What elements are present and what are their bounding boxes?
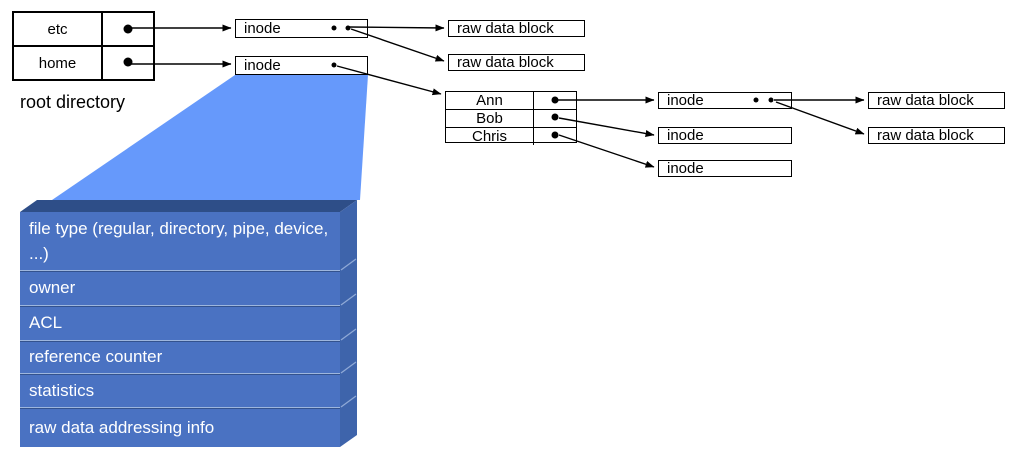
home-directory-table: Ann Bob Chris [445, 91, 577, 145]
inode-field: reference counter [20, 340, 340, 373]
raw-data-block: raw data block [868, 127, 1005, 144]
raw-data-block: raw data block [868, 92, 1005, 109]
pointer-dot [331, 25, 337, 31]
root-directory-label: root directory [20, 92, 126, 112]
pointer-dot [551, 131, 559, 139]
inode-field: file type (regular, directory, pipe, dev… [29, 219, 329, 263]
inode-field: ACL [20, 305, 340, 340]
pointer-dot [551, 96, 559, 104]
raw-data-block-label: raw data block [877, 127, 974, 144]
inode-field: raw data addressing info [20, 407, 340, 447]
pointer-dot [345, 25, 351, 31]
inode-box-bob: inode [658, 127, 792, 144]
inode-label: inode [244, 20, 281, 37]
entry-name: Ann [446, 92, 534, 109]
table-row: etc [14, 13, 153, 45]
entry-name: Chris [446, 128, 534, 145]
pointer-dot [331, 62, 337, 68]
pointer-dot [753, 97, 759, 103]
entry-name: Bob [446, 110, 534, 127]
inode-box-etc: inode [235, 19, 368, 38]
detail-box-side-separators [340, 258, 357, 408]
inode-box-chris: inode [658, 160, 792, 177]
inode-label: inode [667, 92, 704, 109]
inode-field: owner [20, 270, 340, 305]
inode-label: inode [244, 57, 281, 74]
inode-label: inode [667, 127, 704, 144]
table-row: Bob [446, 109, 576, 127]
inode-field: statistics [20, 373, 340, 407]
inode-box-ann: inode [658, 92, 792, 109]
table-row: Ann [446, 92, 576, 109]
detail-box-side-face [340, 200, 357, 447]
pointer-dot [123, 24, 133, 34]
pointer-cell [534, 92, 576, 109]
entry-name: etc [14, 13, 103, 45]
raw-data-block: raw data block [448, 54, 585, 71]
pointer-cell [534, 110, 576, 127]
pointer-cell [534, 128, 576, 145]
inode-box-home: inode [235, 56, 368, 75]
table-row: Chris [446, 127, 576, 145]
pointer-cell [103, 47, 153, 79]
pointer-dot [768, 97, 774, 103]
table-row: home [14, 45, 153, 79]
raw-data-block-label: raw data block [457, 20, 554, 37]
pointer-dot [551, 113, 559, 121]
raw-data-block-label: raw data block [877, 92, 974, 109]
inode-detail-box: file type (regular, directory, pipe, dev… [20, 212, 340, 447]
raw-data-block: raw data block [448, 20, 585, 37]
pointer-dot [123, 57, 133, 67]
inode-label: inode [667, 160, 704, 177]
detail-box-top-face [20, 200, 357, 212]
raw-data-block-label: raw data block [457, 54, 554, 71]
entry-name: home [14, 47, 103, 79]
root-directory-table: etc home [12, 11, 155, 81]
pointer-cell [103, 13, 153, 45]
